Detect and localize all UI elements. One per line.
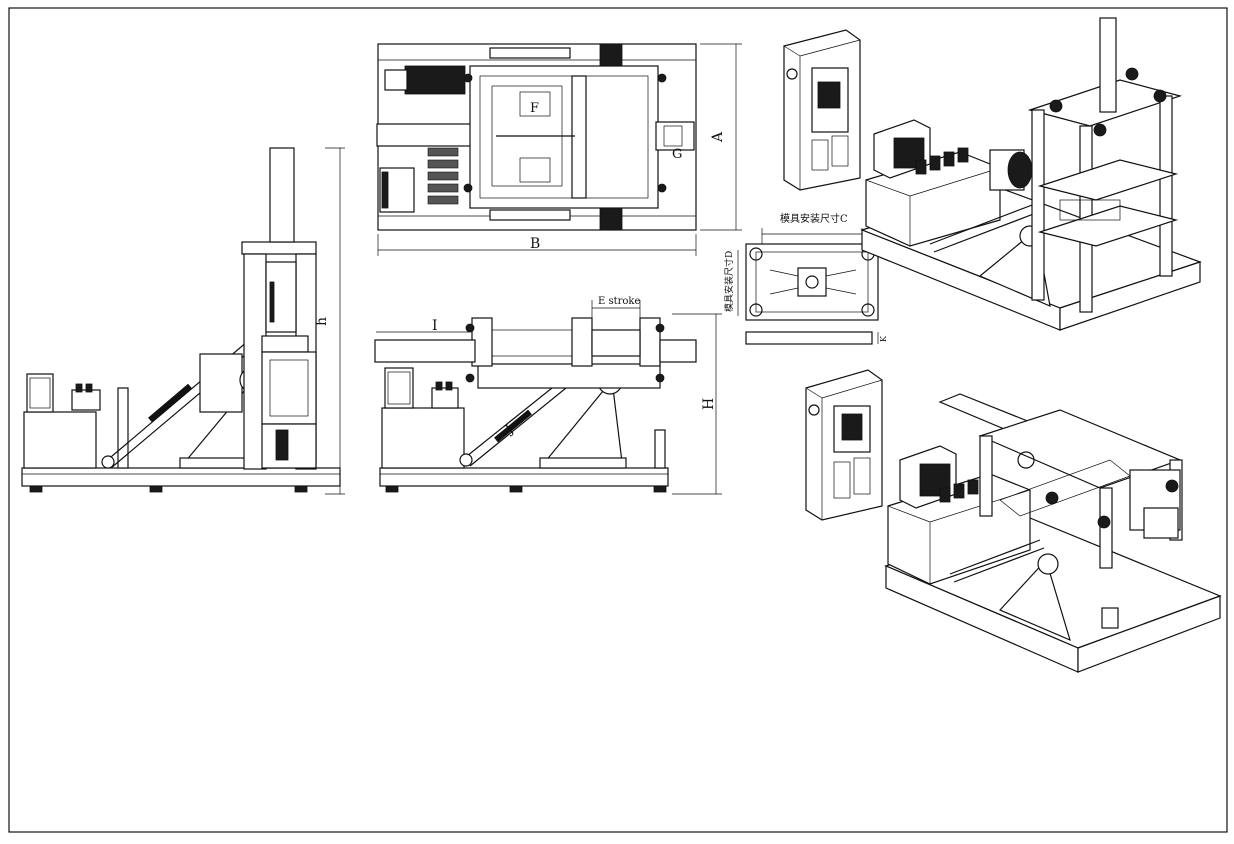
dim-label-g: G [672, 147, 682, 162]
top-view: A B F G [376, 43, 742, 256]
dim-label-h-lower: h [314, 317, 330, 326]
dim-label-d: 模具安装尺寸D [723, 251, 735, 312]
dim-label-h-upper: H [701, 398, 717, 410]
dim-label-e-stroke: E stroke [598, 296, 640, 307]
dim-label-k: K [879, 335, 888, 342]
side-view-vertical: h [21, 147, 345, 495]
dim-label-c: 模具安装尺寸C [780, 212, 848, 225]
dim-label-a: A [710, 131, 726, 143]
sheet-border [8, 7, 1228, 833]
mold-plate-detail: 模具安装尺寸C 模具安装尺寸D K [723, 212, 888, 345]
isometric-view-horizontal [805, 369, 1222, 673]
front-view-horizontal: I E stroke J H [374, 296, 722, 495]
dim-label-b: B [530, 236, 540, 252]
isometric-view-vertical [783, 17, 1202, 331]
dim-label-f: F [530, 101, 539, 116]
dim-label-i: I [432, 318, 438, 334]
